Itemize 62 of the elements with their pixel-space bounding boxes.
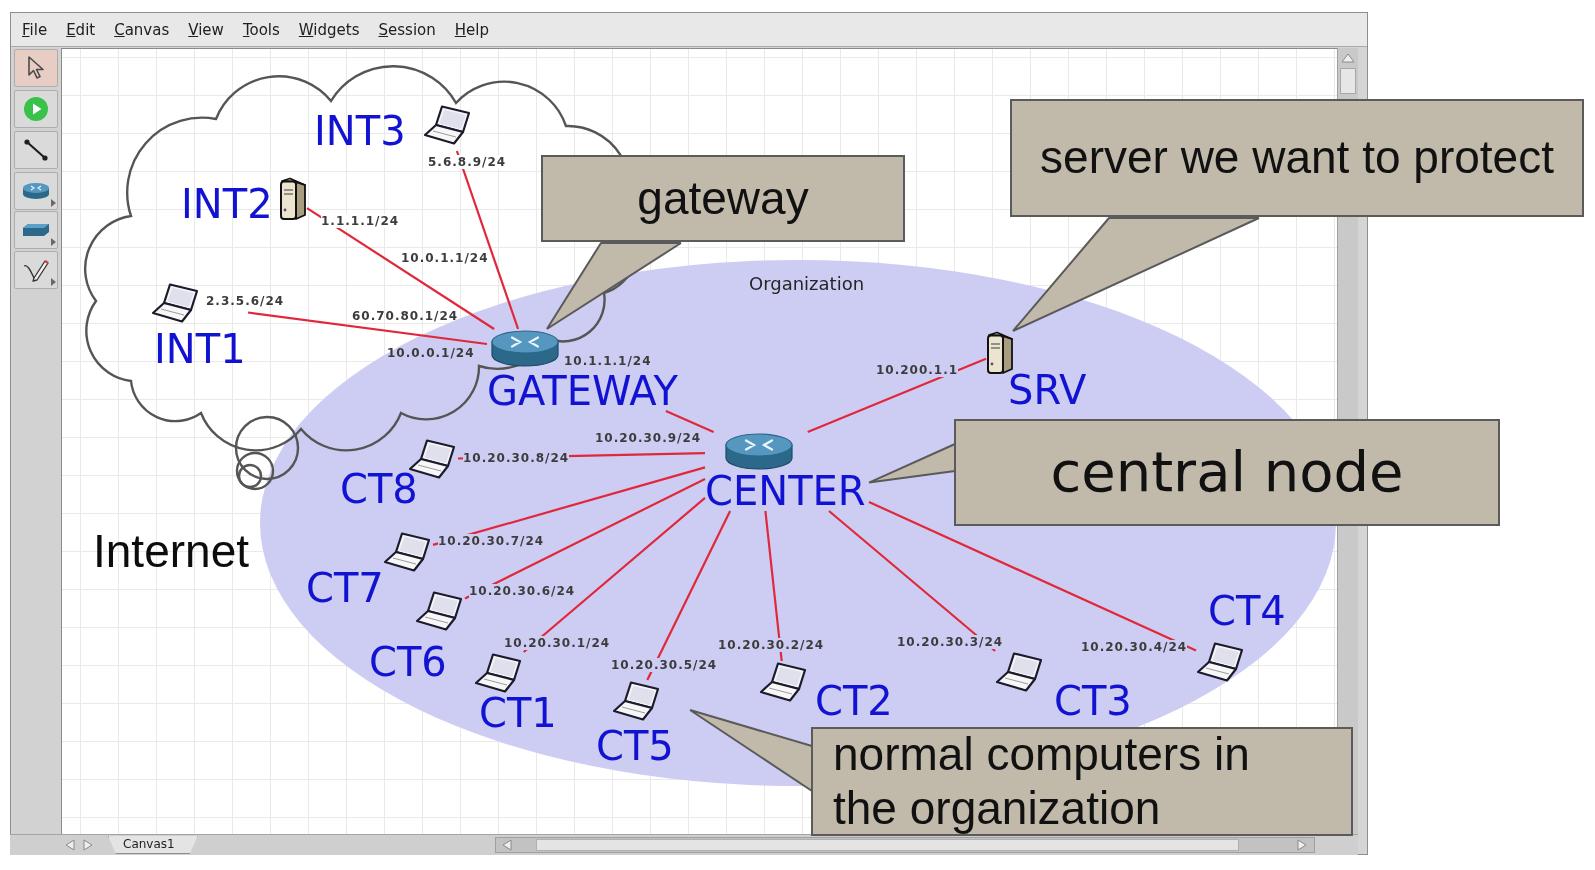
ip-address-label: 2.3.5.6/24 [206, 294, 285, 308]
network-link [455, 150, 520, 330]
ip-address-label: 10.20.30.4/24 [1081, 640, 1188, 654]
menu-item: Tools [242, 19, 280, 40]
device-label: GATEWAY [487, 371, 678, 411]
ip-address-label: 10.20.30.9/24 [595, 431, 702, 445]
device-label: CENTER [705, 471, 866, 511]
ip-address-label: 10.0.1.1/24 [401, 251, 489, 265]
ip-address-label: 10.20.30.1/24 [504, 636, 611, 650]
menu-item: Canvas [114, 19, 170, 40]
canvas-tab: Canvas1 [108, 836, 198, 854]
callout-text: gateway [637, 171, 809, 226]
ip-address-label: 10.20.30.7/24 [438, 534, 545, 548]
network-link [665, 410, 715, 433]
cloud-label: Internet [93, 528, 249, 574]
device-label: INT1 [154, 329, 246, 369]
callout-text: normal computers in the organization [833, 728, 1251, 835]
network-link [432, 466, 706, 546]
network-link [764, 510, 783, 662]
menu-item: File [22, 19, 48, 40]
callout-text: central node [1050, 440, 1404, 505]
network-link [828, 510, 996, 652]
callout-pointer [545, 242, 682, 330]
ip-address-label: 10.1.1.1/24 [564, 354, 652, 368]
ip-address-label: 10.20.30.3/24 [897, 635, 1004, 649]
ip-address-label: 60.70.80.1/24 [352, 309, 459, 323]
ip-address-label: 10.0.0.1/24 [387, 346, 475, 360]
callout-box [954, 419, 1500, 526]
network-link [247, 311, 488, 346]
device-label: CT5 [596, 726, 674, 766]
network-link [868, 501, 1197, 652]
callout-pointer [689, 709, 813, 792]
device-label: SRV [1008, 370, 1087, 410]
device-label: CT7 [306, 568, 384, 608]
device-label: CT8 [340, 469, 418, 509]
callout-text: server we want to protect [1040, 131, 1554, 185]
network-link [464, 477, 706, 600]
device-label: INT3 [314, 111, 406, 151]
ip-address-label: 10.20.30.6/24 [469, 584, 576, 598]
device-label: CT1 [479, 693, 557, 733]
device-label: CT2 [815, 681, 893, 721]
menu-item: Widgets [298, 19, 360, 40]
ip-address-label: 1.1.1.1/24 [321, 214, 400, 228]
device-label: CT3 [1054, 681, 1132, 721]
menu-item: Help [454, 19, 489, 40]
network-link [306, 207, 495, 330]
menu-item: Session [378, 19, 436, 40]
callout-pointer [868, 443, 956, 484]
ip-address-label: 5.6.8.9/24 [428, 155, 507, 169]
callout-pointer [1012, 217, 1260, 332]
ip-address-label: 10.200.1.1 [876, 363, 959, 377]
device-label: CT4 [1208, 591, 1286, 631]
network-link [646, 510, 732, 681]
zone-label: Organization [749, 275, 865, 293]
ip-address-label: 10.20.30.8/24 [463, 451, 570, 465]
device-label: CT6 [369, 642, 447, 682]
network-link [523, 497, 706, 653]
menu-item: Edit [66, 19, 96, 40]
ip-address-label: 10.20.30.2/24 [718, 638, 825, 652]
menu-item: View [188, 19, 224, 40]
ip-address-label: 10.20.30.5/24 [611, 658, 718, 672]
device-label: INT2 [181, 184, 273, 224]
